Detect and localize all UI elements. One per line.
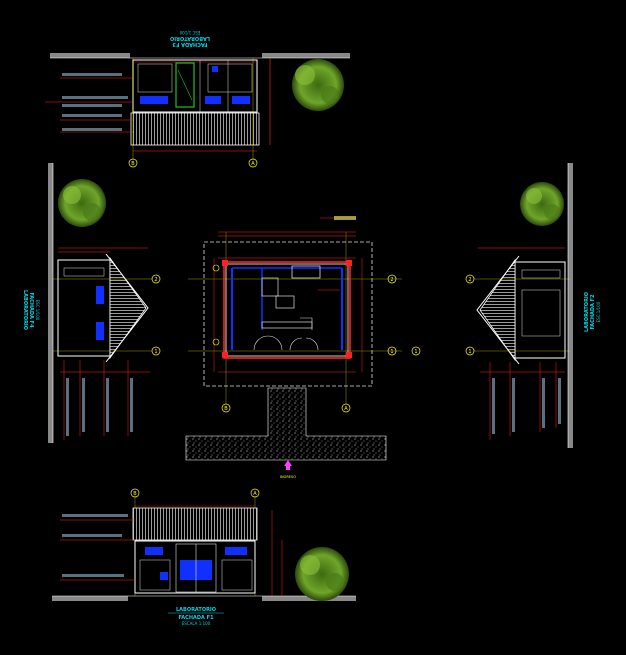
svg-text:B: B [224, 406, 228, 412]
right-subtitle: FACHADA F2 [590, 294, 596, 330]
svg-text:2: 2 [390, 277, 393, 283]
left-subtitle: FACHADA F4 [28, 292, 34, 328]
entry-label: INGRESO [280, 475, 296, 479]
right-scale: ESC 1/100 [596, 301, 601, 322]
left-scale: ESC 1/100 [35, 300, 40, 321]
top-scale: ESC 1/100 [179, 30, 200, 35]
svg-text:1: 1 [154, 349, 157, 355]
elevation-f3: LABORATORIO FACHADA F3 ESC 1/100 [45, 30, 350, 168]
svg-text:A: A [253, 491, 257, 497]
entry-arrow-icon: INGRESO [280, 460, 296, 479]
svg-text:1: 1 [468, 349, 471, 355]
top-title: LABORATORIO [170, 35, 210, 41]
bottom-title: LABORATORIO [176, 607, 216, 613]
svg-text:B: B [133, 491, 137, 497]
floor-plan: 2 1 1 B A [188, 216, 421, 413]
right-title: LABORATORIO [584, 292, 590, 332]
left-title: LABORATORIO [22, 290, 28, 330]
bottom-scale: ESCALA 1:100 [182, 621, 211, 626]
tree-icon [295, 547, 349, 601]
tree-icon [58, 179, 106, 227]
svg-text:2: 2 [154, 277, 157, 283]
axis-bubble [248, 158, 258, 168]
gravel-path [185, 387, 387, 461]
svg-text:B: B [131, 161, 135, 167]
bottom-subtitle: FACHADA F1 [178, 615, 214, 621]
axis-bubble [128, 158, 138, 168]
top-subtitle: FACHADA F3 [172, 41, 208, 47]
tree-icon [292, 59, 344, 111]
svg-text:1: 1 [390, 349, 393, 355]
elevation-f2: LABORATORIO FACHADA F2 ESC 1/100 2 1 [465, 163, 601, 448]
svg-text:A: A [344, 406, 348, 412]
elevation-f4: LABORATORIO FACHADA F4 ESC 1/100 2 1 [22, 163, 161, 443]
svg-text:1: 1 [414, 349, 417, 355]
svg-text:A: A [251, 161, 255, 167]
tree-icon [520, 182, 564, 226]
svg-text:2: 2 [468, 277, 471, 283]
elevation-f1: B A LABORATORIO FACHADA F1 ESCALA 1:100 [52, 488, 356, 626]
